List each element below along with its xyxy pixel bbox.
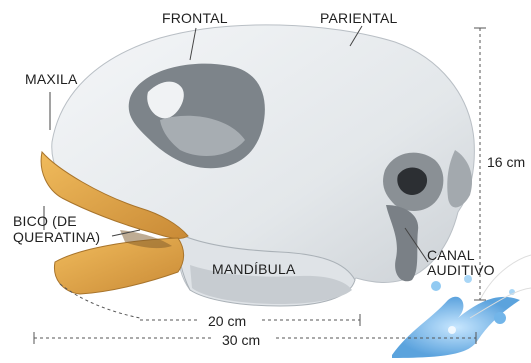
label-mandibula: MANDÍBULA <box>212 262 295 277</box>
label-frontal: FRONTAL <box>162 11 228 26</box>
dimension-length-inner: 20 cm <box>208 313 246 329</box>
label-bico-line1: BICO (DE <box>13 214 77 229</box>
label-maxila: MAXILA <box>25 72 78 87</box>
label-canal-line1: CANAL <box>427 248 475 263</box>
label-pariental: PARIENTAL <box>320 11 398 26</box>
dimension-length-total: 30 cm <box>222 332 260 348</box>
dimension-height: 16 cm <box>487 154 525 170</box>
label-canal-line2: AUDITIVO <box>427 263 495 278</box>
label-bico-line2: QUERATINA) <box>13 230 100 245</box>
